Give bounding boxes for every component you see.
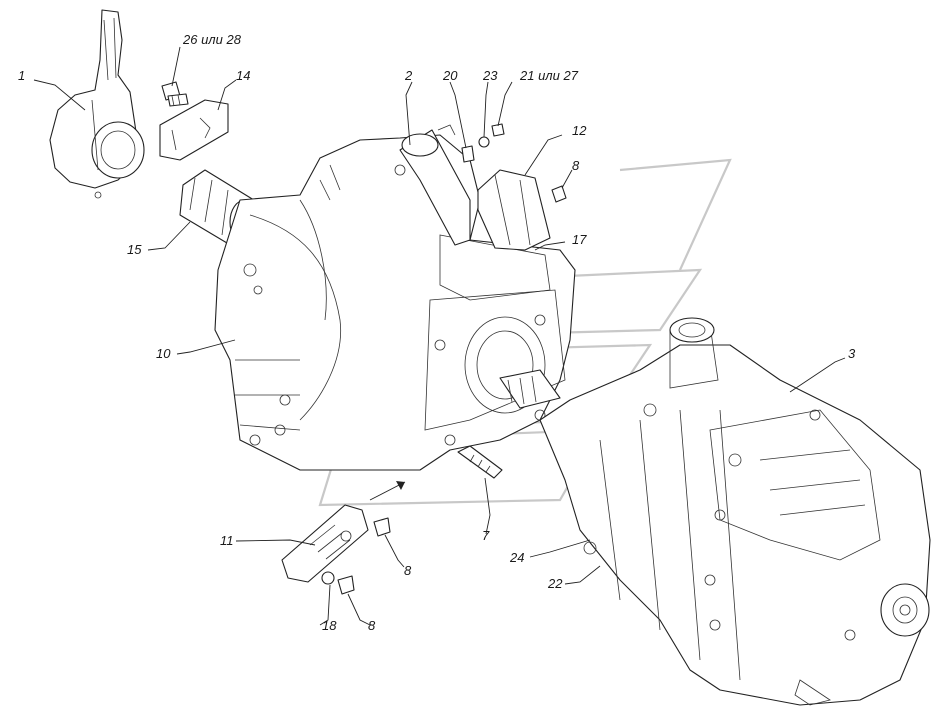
callout-labels: 1 26 или 28 14 2 20 23 21 или 27 12 8 17… — [18, 32, 856, 633]
cover-bolts — [321, 517, 391, 595]
callout-7: 7 — [482, 528, 490, 543]
bracket-part-14 — [159, 99, 229, 161]
gearbox-part-3 — [499, 317, 931, 706]
callout-23: 23 — [482, 68, 498, 83]
cover-plate-part-11 — [281, 504, 369, 583]
stud-part-7 — [457, 445, 503, 479]
callout-11: 11 — [220, 533, 234, 548]
callout-12: 12 — [572, 123, 587, 138]
callout-21-27: 21 или 27 — [519, 68, 579, 83]
callout-2: 2 — [404, 68, 413, 83]
callout-26-28: 26 или 28 — [182, 32, 242, 47]
leader-lines — [33, 46, 846, 626]
slave-cylinder-part-2 — [394, 124, 471, 246]
assembly-arrow — [369, 481, 406, 501]
callout-8b: 8 — [404, 563, 412, 578]
callout-10: 10 — [156, 346, 171, 361]
bolt-part-26 — [161, 81, 189, 107]
release-fork-part-1 — [49, 9, 145, 199]
reservoir-part-12 — [477, 169, 551, 251]
callout-24: 24 — [509, 550, 524, 565]
callout-20: 20 — [442, 68, 458, 83]
callout-22: 22 — [547, 576, 563, 591]
callout-14: 14 — [236, 68, 250, 83]
callout-17: 17 — [572, 232, 587, 247]
small-fasteners — [461, 123, 567, 203]
callout-15: 15 — [127, 242, 142, 257]
callout-3: 3 — [848, 346, 856, 361]
callout-1: 1 — [18, 68, 25, 83]
callout-8c: 8 — [368, 618, 376, 633]
callout-18: 18 — [322, 618, 337, 633]
callout-8a: 8 — [572, 158, 580, 173]
